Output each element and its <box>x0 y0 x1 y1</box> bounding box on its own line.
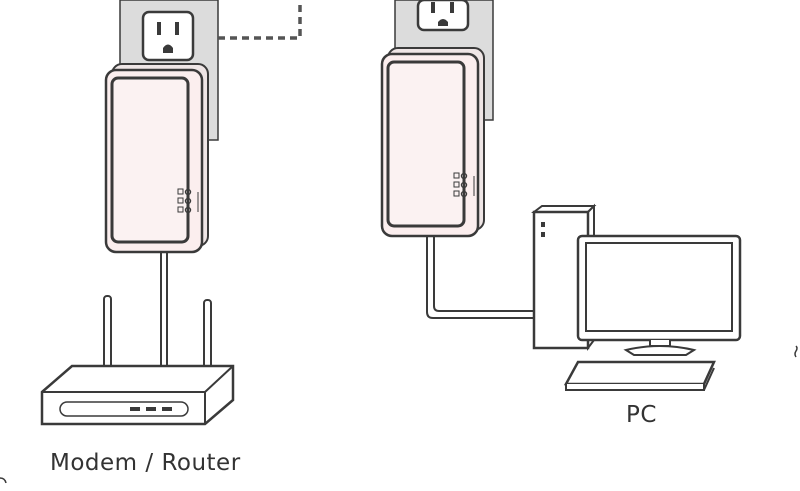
ethernet-cable-left <box>160 252 168 372</box>
edge-mark <box>0 477 7 484</box>
modem-router-label: Modem / Router <box>50 450 241 476</box>
pc-icon <box>531 203 742 391</box>
router-icon <box>40 295 235 426</box>
powerline-adapter-left-icon <box>104 63 209 254</box>
pc-label: PC <box>626 402 657 428</box>
edge-mark <box>794 345 798 358</box>
powerline-adapter-right-icon <box>380 47 485 238</box>
dashed-cable <box>218 0 302 40</box>
ethernet-cable-right <box>426 236 534 319</box>
